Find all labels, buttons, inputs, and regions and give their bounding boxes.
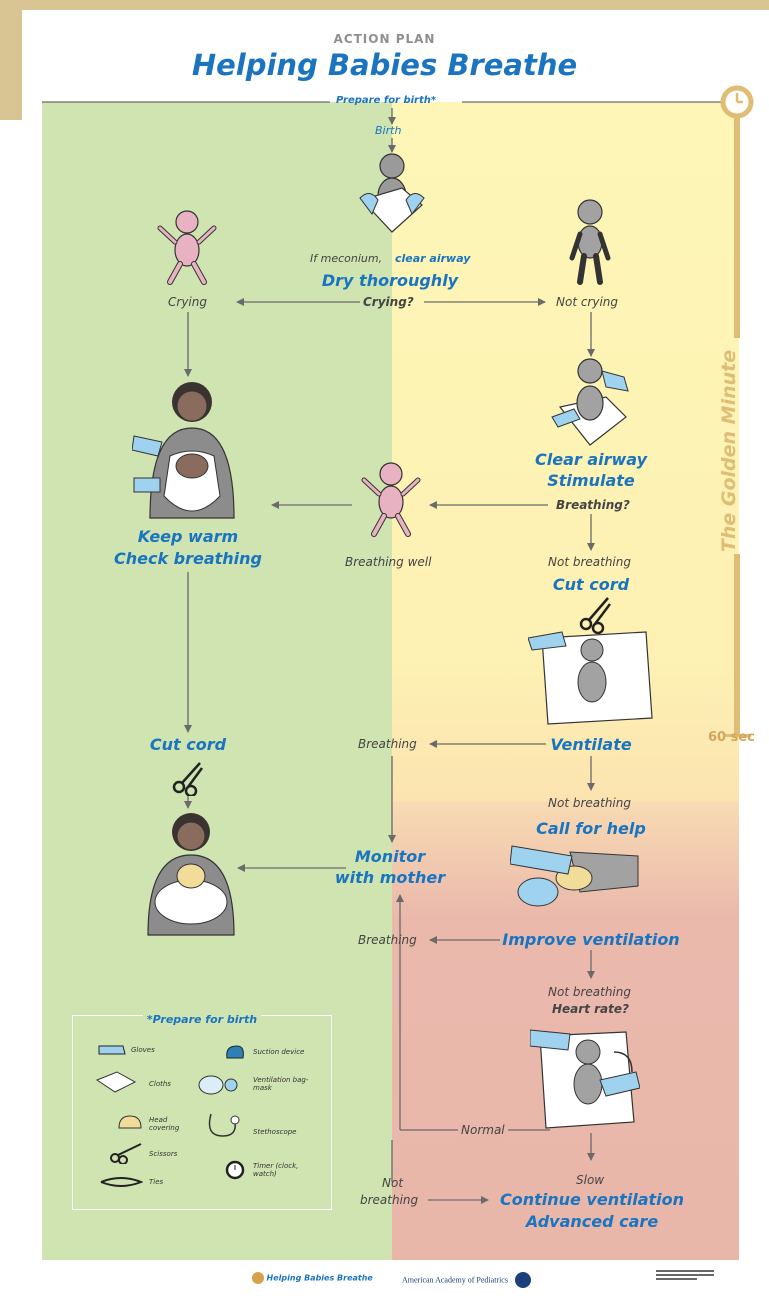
advanced-care-step: Advanced care xyxy=(525,1212,659,1231)
breathing-well-label: Breathing well xyxy=(345,555,432,569)
meconium-action: clear airway xyxy=(395,252,471,265)
continue-ventilation-step: Continue ventilation xyxy=(499,1190,685,1209)
head-covering-icon xyxy=(118,1115,142,1129)
not-breathing-label-2: Not breathing xyxy=(548,796,631,810)
legend-item-stethoscope: Stethoscope xyxy=(253,1128,297,1136)
not-breathing-label-3: Not breathing xyxy=(548,985,631,999)
crying-label: Crying xyxy=(168,295,207,309)
green-panel xyxy=(42,102,392,1260)
clear-airway-step: Clear airway xyxy=(534,450,648,469)
clear-airway-figure xyxy=(551,358,629,446)
not-breathing-label-1: Not breathing xyxy=(548,555,631,569)
ventilate-step: Ventilate xyxy=(550,735,632,754)
legend-item-head-covering: Head covering xyxy=(149,1116,180,1132)
gloves-icon xyxy=(98,1045,126,1055)
legend-item-scissors: Scissors xyxy=(149,1150,178,1158)
mother-holding-baby-figure xyxy=(147,813,235,936)
cloths-icon xyxy=(95,1071,137,1093)
keep-warm-step: Keep warm xyxy=(137,527,239,546)
aap-seal-icon xyxy=(514,1272,531,1288)
crying-question: Crying? xyxy=(363,295,414,309)
prepare-for-birth-legend: *Prepare for birth Gloves Suction device… xyxy=(72,1013,332,1210)
normal-label: Normal xyxy=(458,1123,508,1137)
baby-on-cloth-figure xyxy=(528,631,653,725)
legend-title: *Prepare for birth xyxy=(142,1013,262,1026)
scissors-left-icon xyxy=(172,762,204,796)
golden-minute-bar xyxy=(720,85,754,737)
legend-item-ties: Ties xyxy=(149,1178,164,1186)
footer-hbb-logo: Helping Babies Breathe xyxy=(252,1272,373,1284)
monitor-with-mother-step: with mother xyxy=(334,868,446,887)
scissors-icon xyxy=(579,597,611,634)
heart-rate-check-figure xyxy=(530,1029,640,1129)
legend-item-suction: Suction device xyxy=(253,1048,305,1056)
cut-cord-right-step: Cut cord xyxy=(552,575,630,594)
mother-skin-to-skin-figure xyxy=(132,382,235,519)
sixty-seconds-label: 60 sec xyxy=(708,730,755,745)
legend-item-timer: Timer (clock, watch) xyxy=(253,1162,299,1178)
meconium-prefix: If meconium, xyxy=(310,252,383,265)
footer-hbb-text: Helping Babies Breathe xyxy=(266,1273,373,1283)
footer-aap-logo: American Academy of Pediatrics xyxy=(402,1272,531,1288)
monitor-step: Monitor xyxy=(354,847,426,866)
legend-item-ventilation: Ventilation bag-mask xyxy=(253,1076,309,1092)
not-crying-baby-figure xyxy=(569,199,611,285)
baby-birth-figure xyxy=(359,153,425,233)
cut-cord-left-step: Cut cord xyxy=(149,735,227,754)
bag-mask-ventilation-figure xyxy=(510,845,639,907)
legend-item-gloves: Gloves xyxy=(131,1046,155,1054)
dry-thoroughly-step: Dry thoroughly xyxy=(321,271,459,290)
legend-item-cloths: Cloths xyxy=(149,1080,171,1088)
page-subtitle: ACTION PLAN xyxy=(333,32,436,46)
stethoscope-icon xyxy=(208,1113,240,1137)
prepare-label: Prepare for birth* xyxy=(336,95,437,106)
page-title: Helping Babies Breathe xyxy=(191,48,578,82)
check-breathing-step: Check breathing xyxy=(113,549,263,568)
breathing-label-3: breathing xyxy=(360,1193,419,1207)
call-for-help-step: Call for help xyxy=(536,819,646,838)
hbb-logo-icon xyxy=(252,1272,264,1284)
heart-rate-question: Heart rate? xyxy=(552,1002,629,1016)
ties-icon xyxy=(100,1177,143,1187)
stimulate-step: Stimulate xyxy=(547,471,635,490)
corner-decoration-top xyxy=(0,0,769,10)
breathing-well-baby-figure xyxy=(361,462,421,537)
ventilation-bag-mask-icon xyxy=(198,1075,238,1095)
suction-device-icon xyxy=(226,1045,244,1059)
breathing-label-1: Breathing xyxy=(358,737,417,751)
not-label: Not xyxy=(382,1176,404,1190)
slow-label: Slow xyxy=(576,1173,605,1187)
crying-baby-figure xyxy=(157,210,217,285)
breathing-question: Breathing? xyxy=(556,498,630,512)
scissors-legend-icon xyxy=(110,1143,142,1164)
birth-label: Birth xyxy=(375,124,402,137)
timer-icon xyxy=(225,1160,245,1180)
footer-aap-text: American Academy of Pediatrics xyxy=(402,1275,508,1285)
footer-copyright-block xyxy=(656,1268,714,1288)
breathing-label-2: Breathing xyxy=(358,933,417,947)
not-crying-label: Not crying xyxy=(556,295,619,309)
corner-decoration-left xyxy=(0,0,22,120)
golden-minute-label: The Golden Minute xyxy=(718,349,740,553)
improve-ventilation-step: Improve ventilation xyxy=(502,930,680,949)
